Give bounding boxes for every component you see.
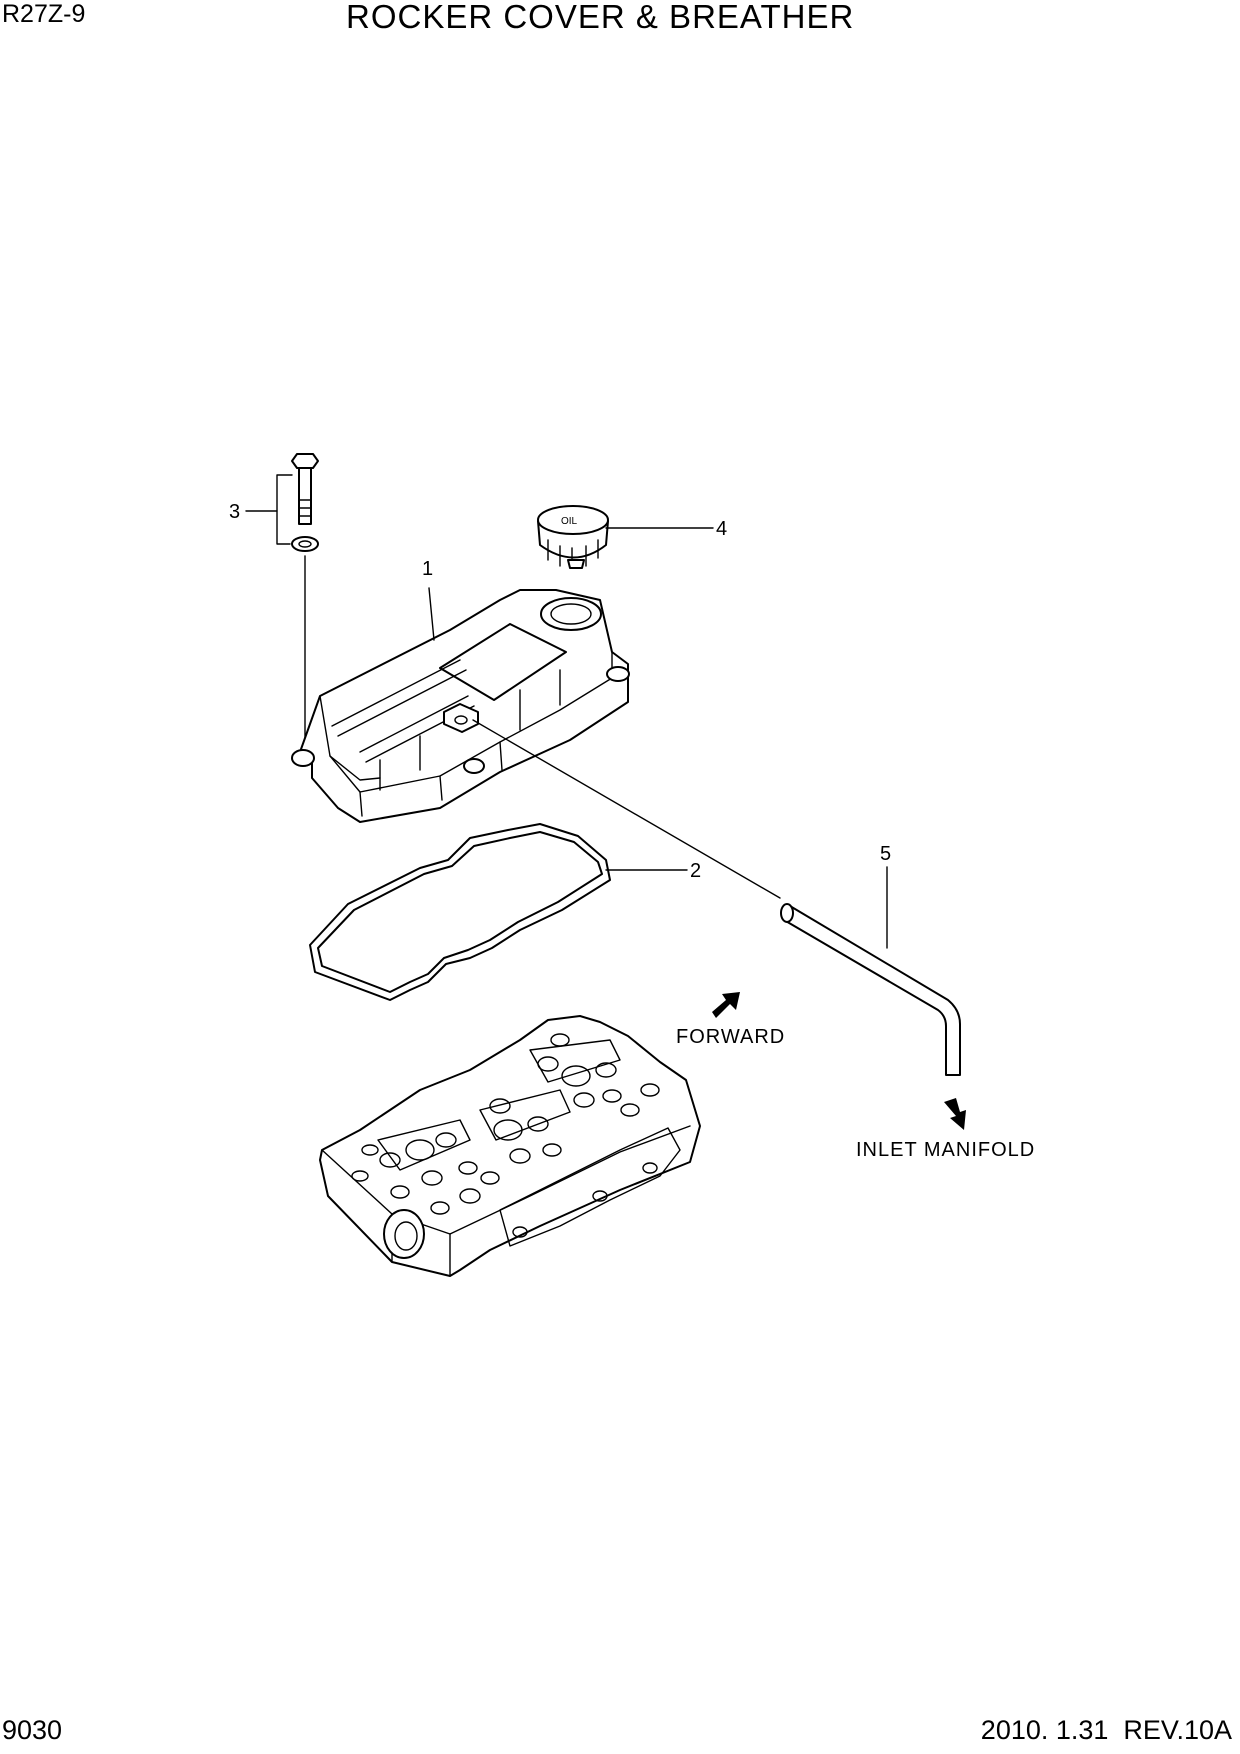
forward-label: FORWARD (676, 1026, 785, 1048)
bolt-and-washer (291, 453, 319, 743)
inlet-manifold-arrow (944, 1098, 966, 1130)
inlet-manifold-label: INLET MANIFOLD (856, 1139, 1035, 1161)
revision-date: 2010. 1.31 REV.10A (980, 1715, 1232, 1745)
cylinder-head (319, 1015, 701, 1277)
page-title: ROCKER COVER & BREATHER (346, 0, 855, 35)
breather-routing-line (472, 719, 781, 899)
rocker-cover-gasket (309, 823, 611, 1001)
page-number: 9030 (2, 1715, 63, 1745)
callout-4: 4 (716, 518, 727, 540)
callout-1-leader (428, 587, 435, 641)
forward-arrow (712, 992, 740, 1018)
callout-3-leader (245, 474, 293, 545)
model-number: R27Z-9 (2, 0, 86, 28)
callout-5: 5 (880, 843, 891, 865)
rocker-cover (291, 589, 630, 823)
callout-3: 3 (229, 501, 240, 523)
callout-2: 2 (690, 860, 701, 882)
oil-filler-cap: OIL (537, 505, 609, 569)
breather-hose (780, 903, 961, 1076)
callout-1: 1 (422, 558, 433, 580)
oil-cap-label: OIL (561, 516, 578, 527)
